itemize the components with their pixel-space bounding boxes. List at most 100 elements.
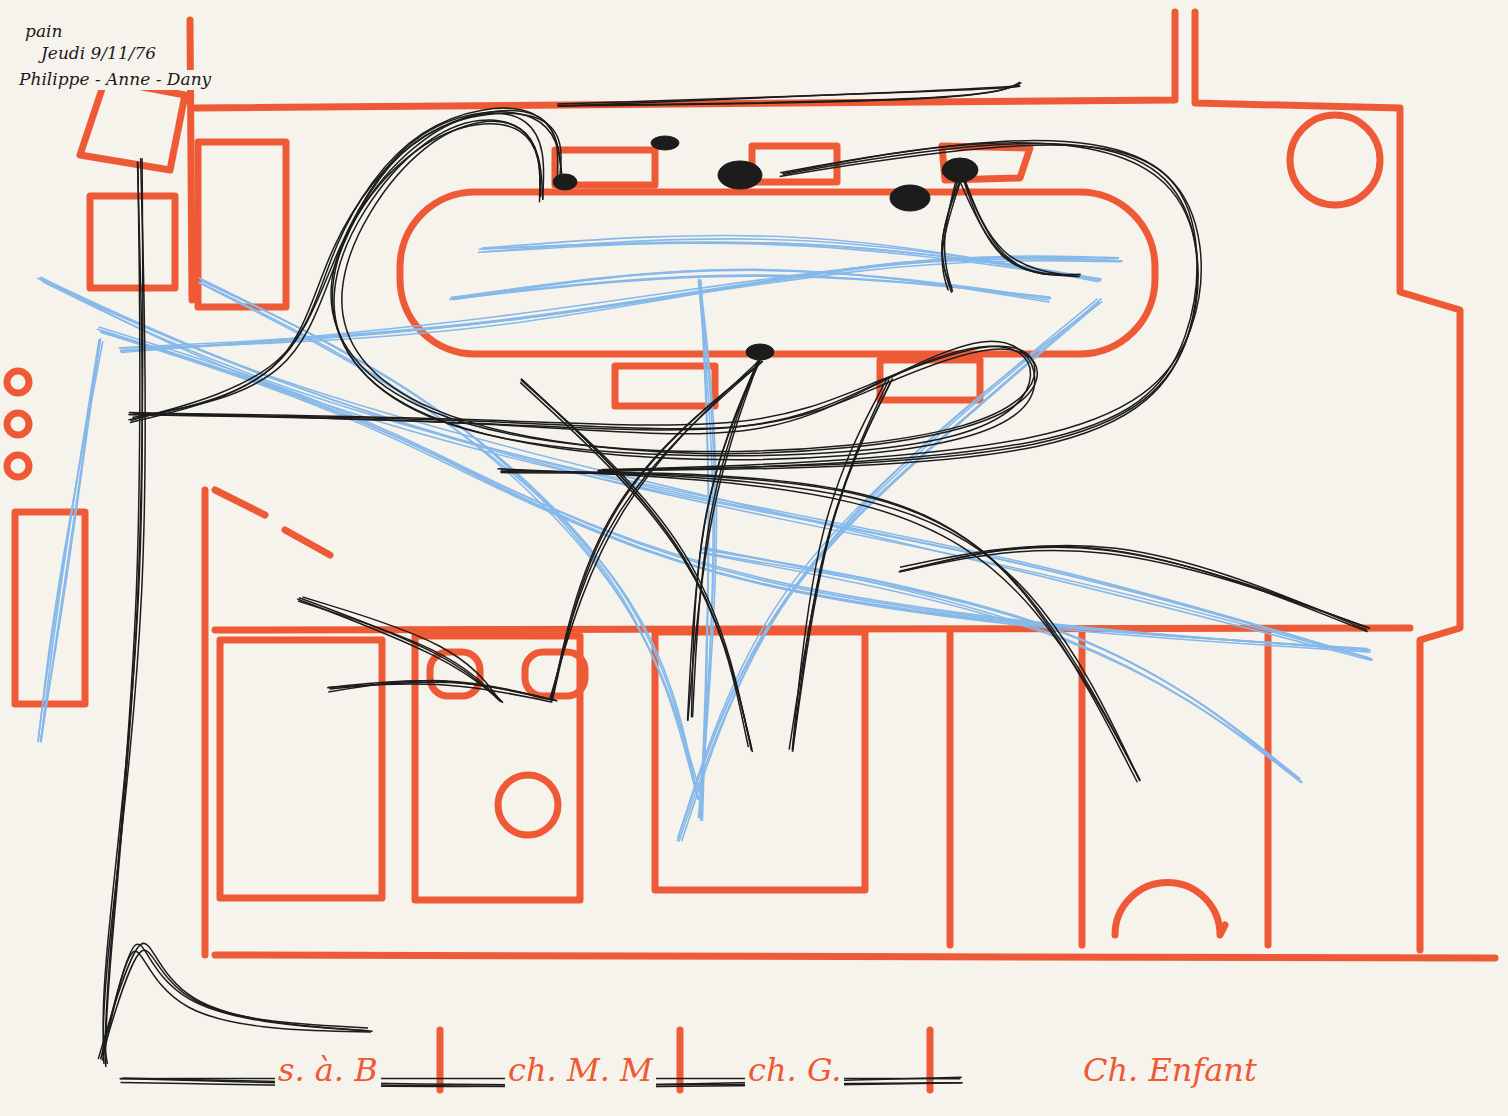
- wander-line: [962, 176, 1080, 277]
- wander-line: [557, 86, 1020, 104]
- wander-line: [98, 943, 368, 1059]
- furniture: [198, 142, 286, 307]
- wander-line: [449, 276, 1049, 299]
- stop-mark: [890, 185, 930, 211]
- furniture: [80, 80, 185, 170]
- wander-line: [961, 172, 1080, 274]
- wander-line: [120, 257, 1119, 351]
- wander-line: [900, 546, 1368, 631]
- wander-line: [598, 145, 1197, 472]
- wander-bundle: [37, 236, 1373, 842]
- wander-line: [899, 550, 1370, 627]
- stop-mark: [942, 158, 978, 182]
- wander-line: [679, 301, 1103, 841]
- round-object: [7, 413, 29, 435]
- wander-line: [121, 261, 1122, 351]
- wander-line: [129, 113, 1030, 455]
- wander-line: [452, 275, 1051, 299]
- wander-line: [120, 256, 1118, 348]
- dashed-wall: [215, 490, 330, 555]
- wander-line: [703, 547, 1297, 779]
- wander-line: [201, 279, 697, 798]
- wander-line: [792, 383, 890, 752]
- wander-line: [501, 470, 1140, 781]
- wander-line: [103, 158, 145, 1064]
- wander-line: [899, 547, 1370, 628]
- wander-line: [551, 361, 763, 699]
- room-walls: [950, 630, 1268, 945]
- wander-line: [38, 339, 101, 742]
- stop-mark: [553, 174, 577, 190]
- room-label: Ch. Enfant: [1080, 1052, 1260, 1089]
- wander-line: [551, 363, 761, 702]
- wander-line: [682, 298, 1102, 841]
- wall-line: [190, 20, 192, 300]
- wander-line: [552, 361, 762, 701]
- wander-line: [131, 108, 563, 420]
- wander-line: [522, 379, 749, 747]
- door-swing: [1115, 883, 1225, 935]
- wander-line: [101, 950, 368, 1057]
- plan-walls: [7, 12, 1495, 1090]
- furniture: [15, 512, 85, 704]
- round-object: [7, 371, 29, 393]
- wander-line: [328, 680, 557, 700]
- stop-mark: [746, 344, 774, 360]
- wander-line: [501, 473, 1139, 779]
- room: [220, 640, 382, 898]
- wander-line: [550, 360, 760, 698]
- wander-line: [299, 598, 500, 702]
- furniture: [90, 196, 175, 288]
- wander-line: [106, 158, 143, 1067]
- room: [415, 636, 580, 900]
- wander-line: [41, 338, 100, 742]
- wander-line: [963, 174, 1078, 277]
- wander-line: [793, 379, 889, 751]
- wander-line: [303, 597, 501, 702]
- room-label: ch. G.: [745, 1052, 844, 1089]
- label-dividers: [440, 1030, 930, 1090]
- wander-line: [561, 82, 1020, 106]
- wander-line: [118, 257, 1122, 348]
- wander-line: [521, 379, 752, 749]
- round-table: [1290, 115, 1380, 205]
- wander-line: [199, 278, 699, 800]
- round-object: [498, 775, 558, 835]
- wander-line: [958, 177, 1081, 275]
- room-label: s. à. B: [275, 1052, 381, 1089]
- handwritten-names: Philippe - Anne - Dany: [16, 70, 214, 90]
- wander-line: [688, 362, 759, 721]
- wander-line: [201, 281, 701, 797]
- wander-line: [327, 681, 553, 701]
- bench: [615, 366, 715, 406]
- wander-line: [688, 360, 759, 720]
- handwritten-date: Jeudi 9/11/76: [38, 44, 159, 64]
- stop-mark: [651, 136, 679, 150]
- stop-mark: [718, 161, 762, 189]
- wander-line: [521, 380, 752, 751]
- wander-line: [133, 124, 1035, 452]
- wander-line: [693, 361, 758, 717]
- handwritten-note: pain: [22, 22, 65, 42]
- room: [655, 632, 865, 890]
- wander-line: [497, 469, 1140, 781]
- wander-line: [942, 174, 962, 293]
- wander-line: [101, 944, 373, 1059]
- building-walls: [195, 12, 1495, 958]
- wander-line: [105, 162, 140, 1065]
- wander-line: [297, 599, 502, 702]
- wander-line: [701, 552, 1301, 783]
- wander-line: [101, 332, 1367, 648]
- wander-line: [520, 382, 752, 752]
- wander-line: [102, 951, 371, 1061]
- wander-line: [128, 111, 557, 420]
- wander-line: [99, 327, 1371, 650]
- wander-line: [599, 143, 1198, 470]
- wander-line: [501, 472, 1138, 783]
- wander-line: [199, 282, 699, 799]
- wander-line: [557, 83, 1021, 106]
- wander-line: [128, 121, 1037, 453]
- wander-line: [129, 120, 1035, 460]
